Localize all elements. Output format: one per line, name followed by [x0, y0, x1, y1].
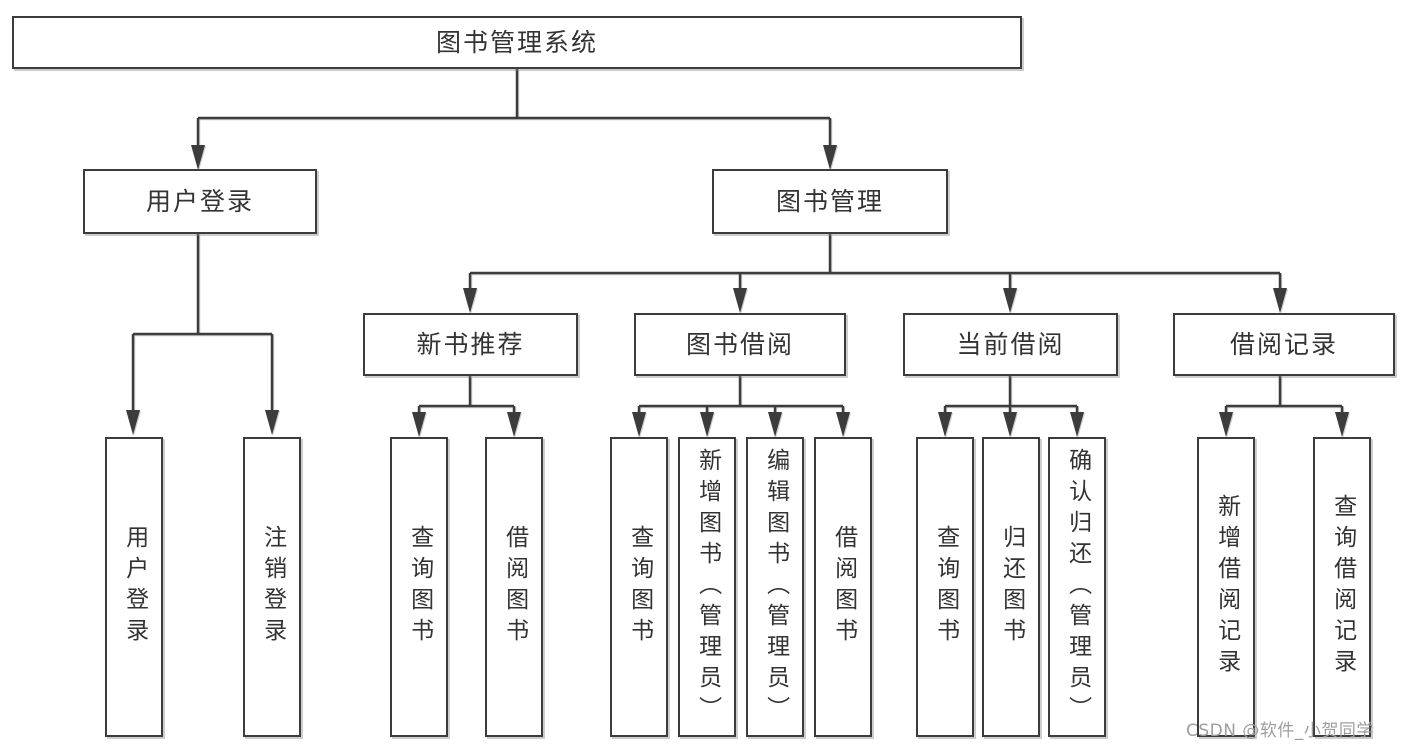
node-current-borrow-label: 当前借阅 [956, 330, 1065, 359]
leaf-logout: 注销登录 [243, 437, 301, 737]
node-root: 图书管理系统 [12, 16, 1022, 69]
leaf-edit-book-admin: 编辑图书（管理员） [746, 437, 804, 737]
node-new-book-recommend-label: 新书推荐 [416, 330, 525, 359]
leaf-add-borrow-record: 新增借阅记录 [1197, 437, 1255, 737]
leaf-user-login: 用户登录 [105, 437, 163, 737]
leaf-return-books: 归还图书 [982, 437, 1040, 737]
node-book-borrow-label: 图书借阅 [685, 330, 794, 359]
leaf-borrow-books-recommend: 借阅图书 [485, 437, 543, 737]
node-book-management-label: 图书管理 [775, 187, 884, 216]
node-borrow-records-label: 借阅记录 [1229, 330, 1338, 359]
node-book-management: 图书管理 [712, 169, 948, 234]
node-new-book-recommend: 新书推荐 [363, 313, 578, 376]
leaf-query-borrow-record: 查询借阅记录 [1313, 437, 1371, 737]
node-book-borrow: 图书借阅 [634, 313, 846, 376]
leaf-query-books-borrow: 查询图书 [610, 437, 668, 737]
node-user-login-label: 用户登录 [145, 187, 254, 216]
node-user-login: 用户登录 [83, 169, 317, 234]
leaf-borrow-books-borrow: 借阅图书 [814, 437, 872, 737]
leaf-add-book-admin: 新增图书（管理员） [678, 437, 736, 737]
watermark: CSDN @软件_小贺同学 [1186, 721, 1374, 741]
node-current-borrow: 当前借阅 [903, 313, 1118, 376]
leaf-query-books-current: 查询图书 [916, 437, 974, 737]
node-borrow-records: 借阅记录 [1173, 313, 1395, 376]
leaf-confirm-return-admin: 确认归还（管理员） [1048, 437, 1106, 737]
node-root-label: 图书管理系统 [435, 28, 598, 57]
leaf-query-books-recommend: 查询图书 [390, 437, 448, 737]
